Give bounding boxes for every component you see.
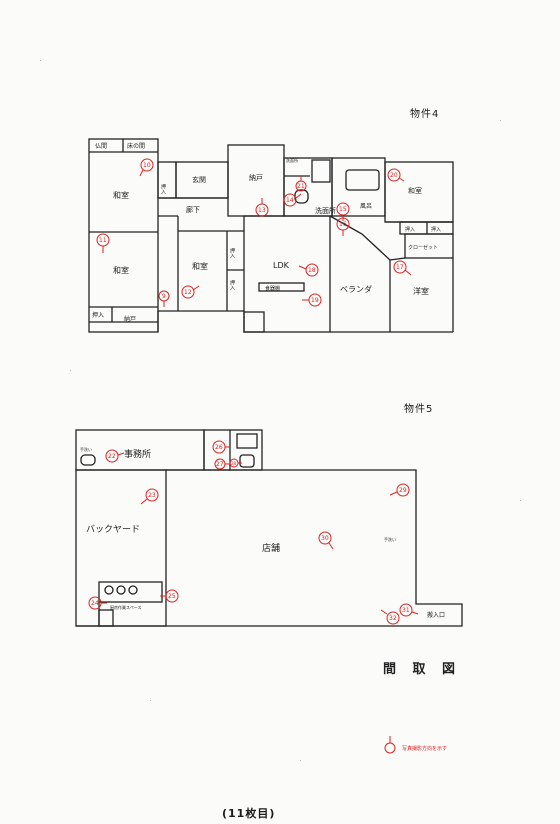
p5-camera-num-29: 29 — [399, 487, 407, 494]
p4-label-tokonoma: 床の間 — [127, 142, 145, 150]
p4-label-shokkidana: 食器棚 — [265, 285, 280, 292]
p4-label-senmenjo: 洗面所 — [315, 206, 336, 215]
p4-camera-9 — [158, 290, 170, 307]
p4-label-washitsu-nw: 和室 — [113, 190, 129, 200]
p4-camera-19 — [302, 293, 322, 307]
property4-title: 物件4 — [410, 109, 440, 120]
p5-camera-22 — [105, 449, 125, 463]
p4-camera-num-18: 18 — [308, 267, 316, 274]
p4-camera-14 — [283, 193, 302, 207]
p4-label-ldk: LDK — [273, 261, 290, 270]
p4-label-senmenjo-small: 洗面所 — [286, 157, 298, 163]
p4-label-oshiire-2: 押入 — [229, 247, 235, 258]
p5-camera-30 — [318, 531, 334, 550]
p4-label-oshiire-sw: 押入 — [92, 311, 104, 319]
p5-label-sink-office: 手洗い — [80, 446, 92, 452]
p4-camera-num-13: 13 — [258, 207, 266, 214]
p4-camera-10 — [139, 158, 154, 177]
p5-camera-num-24: 24 — [91, 600, 99, 607]
p4-camera-num-21: 21 — [297, 183, 305, 190]
p4-label-oshiire-3: 押入 — [229, 279, 235, 290]
p5-label-office: 事務所 — [124, 448, 151, 460]
p5-camera-num-26: 26 — [215, 444, 223, 451]
p4-label-washitsu-e: 和室 — [408, 186, 422, 195]
p4-camera-21 — [295, 176, 307, 192]
p5-label-workspace: 厨房作業スペース — [110, 604, 142, 610]
p4-camera-num-9: 9 — [162, 293, 166, 300]
p5-label-shutter: 搬入口 — [427, 611, 445, 619]
camera-direction-icon — [384, 736, 396, 754]
p5-camera-24 — [88, 596, 107, 610]
p4-label-oshiire-e2: 押入 — [431, 226, 441, 233]
p5-camera-27 — [214, 458, 230, 470]
p5-label-store: 店舗 — [262, 542, 280, 554]
p4-label-oshiire-e1: 押入 — [405, 226, 415, 233]
p5-camera-num-32: 32 — [389, 615, 397, 622]
legend: 写真撮影方向を示す — [382, 734, 502, 754]
p4-camera-num-15: 15 — [339, 206, 347, 213]
p4-camera-num-19: 19 — [311, 297, 319, 304]
p4-label-furo: 風呂 — [360, 203, 372, 210]
p4-label-closet: クローゼット — [408, 244, 438, 251]
p5-camera-28 — [229, 458, 242, 468]
p4-label-nando-top: 納戸 — [249, 173, 263, 182]
p4-camera-num-16: 16 — [339, 221, 347, 228]
p4-camera-num-20: 20 — [390, 172, 398, 179]
p4-label-genkan: 玄関 — [192, 175, 206, 184]
p4-camera-num-10: 10 — [143, 162, 151, 169]
p5-camera-23 — [140, 488, 159, 505]
p4-camera-17 — [393, 260, 412, 276]
p4-label-veranda: ベランダ — [340, 284, 372, 294]
p4-label-washitsu-c: 和室 — [192, 261, 208, 271]
p4-camera-num-11: 11 — [99, 237, 107, 244]
p5-camera-32 — [380, 609, 400, 625]
p4-camera-12 — [181, 285, 200, 299]
p4-label-oshiire-1: 押入 — [160, 183, 166, 194]
page-heading: 間 取 図 — [383, 662, 462, 677]
property5-title: 物件5 — [404, 404, 434, 415]
p4-camera-num-14: 14 — [286, 197, 294, 204]
p4-label-rouka: 廊下 — [186, 205, 200, 214]
page-number: (11枚目) — [222, 807, 276, 820]
p5-camera-num-22: 22 — [108, 453, 116, 460]
p5-camera-26 — [212, 440, 230, 454]
p5-camera-num-23: 23 — [148, 492, 156, 499]
p5-camera-num-31: 31 — [402, 607, 410, 614]
p4-camera-16 — [336, 217, 350, 236]
p4-camera-num-17: 17 — [396, 264, 404, 271]
p5-label-backyard: バックヤード — [86, 524, 140, 535]
p4-label-nando-sw: 納戸 — [124, 315, 136, 323]
p4-label-youshitsu: 洋室 — [413, 286, 429, 296]
p5-camera-num-30: 30 — [321, 535, 329, 542]
p4-label-washitsu-w: 和室 — [113, 265, 129, 275]
p5-label-sink-store: 手洗い — [384, 536, 396, 542]
p4-label-butsuma: 仏間 — [95, 143, 107, 150]
p4-camera-13 — [255, 198, 269, 217]
p5-camera-29 — [389, 483, 410, 497]
p5-camera-num-27: 27 — [216, 461, 224, 468]
p5-camera-31 — [399, 603, 419, 617]
p5-camera-num-28: 28 — [231, 461, 237, 466]
p5-camera-num-25: 25 — [168, 593, 176, 600]
p4-camera-20 — [387, 168, 405, 182]
p4-camera-num-12: 12 — [184, 289, 192, 296]
p4-camera-11 — [96, 233, 110, 253]
p5-camera-25 — [160, 589, 179, 603]
p4-camera-18 — [298, 263, 319, 277]
legend-text: 写真撮影方向を示す — [402, 746, 448, 752]
